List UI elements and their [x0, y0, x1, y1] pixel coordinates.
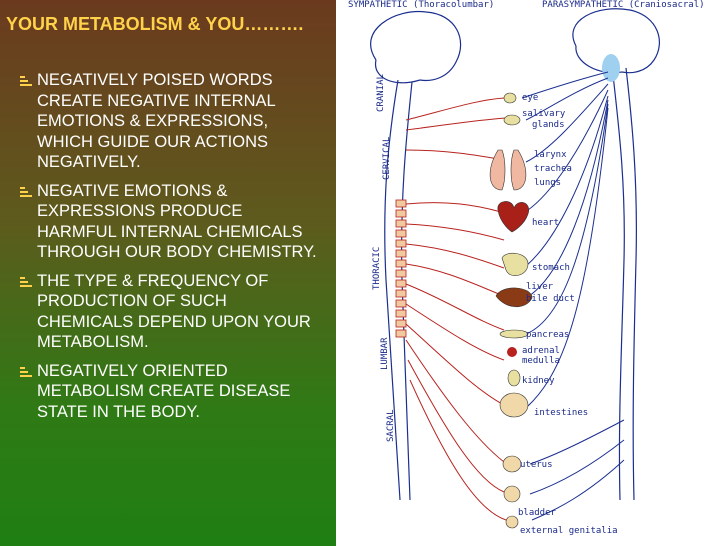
label-glands: glands: [532, 120, 565, 130]
label-trachea: trachea: [534, 164, 572, 174]
bullet-text: NEGATIVELY ORIENTED METABOLISM CREATE DI…: [37, 361, 291, 421]
header-parasympathetic: PARASYMPATHETIC (Craniosacral): [542, 0, 705, 10]
eye-organ: [503, 92, 517, 104]
sympathetic-fibers: [405, 97, 507, 521]
bullet-text: NEGATIVE EMOTIONS & EXPRESSIONS PRODUCE …: [37, 181, 317, 262]
diagram-artwork: [370, 8, 660, 529]
label-larynx: larynx: [534, 150, 567, 160]
region-sacral: SACRAL: [386, 409, 396, 442]
uterus-organ: [502, 455, 522, 473]
bladder-organ: [503, 485, 521, 503]
lungs-organ: [489, 149, 527, 191]
label-heart: heart: [532, 218, 560, 228]
stacked-bars-icon: [20, 276, 32, 287]
label-stomach: stomach: [532, 263, 570, 273]
nervous-system-diagram: SYMPATHETIC (Thoracolumbar) PARASYMPATHE…: [336, 0, 728, 546]
genitalia-organ: [505, 515, 519, 529]
heart-organ: [497, 201, 530, 233]
label-bile-duct: bile duct: [526, 294, 575, 304]
label-salivary: salivary: [522, 109, 566, 119]
bullet-text: THE TYPE & FREQUENCY OF PRODUCTION OF SU…: [37, 271, 311, 352]
region-lumbar: LUMBAR: [380, 337, 390, 370]
adrenal-organ: [507, 347, 517, 357]
bullet-item: NEGATIVELY POISED WORDS CREATE NEGATIVE …: [20, 70, 320, 173]
text-panel: YOUR METABOLISM & YOU………. NEGATIVELY POI…: [0, 0, 336, 546]
region-thoracic: THORACIC: [372, 246, 382, 290]
brainstem-highlight: [602, 54, 620, 82]
slide-title: YOUR METABOLISM & YOU……….: [6, 14, 304, 34]
label-medulla: medulla: [522, 356, 560, 366]
intestines-organ: [499, 392, 529, 418]
label-lungs: lungs: [534, 178, 562, 188]
bullet-item: NEGATIVE EMOTIONS & EXPRESSIONS PRODUCE …: [20, 181, 320, 263]
salivary-organ: [503, 114, 521, 126]
stacked-bars-icon: [20, 366, 32, 377]
label-eye: eye: [522, 93, 539, 103]
bullet-item: THE TYPE & FREQUENCY OF PRODUCTION OF SU…: [20, 271, 320, 353]
stomach-organ: [501, 252, 529, 276]
bullet-item: NEGATIVELY ORIENTED METABOLISM CREATE DI…: [20, 361, 320, 423]
label-intestines: intestines: [534, 408, 589, 418]
sympathetic-chain: [395, 199, 407, 338]
bullet-list: NEGATIVELY POISED WORDS CREATE NEGATIVE …: [20, 70, 320, 430]
stacked-bars-icon: [20, 76, 32, 86]
label-liver: liver: [526, 282, 554, 292]
kidney-organ: [507, 369, 521, 387]
region-cranial: CRANIAL: [376, 74, 386, 112]
label-bladder: bladder: [518, 508, 556, 518]
bullet-text: NEGATIVELY POISED WORDS CREATE NEGATIVE …: [37, 71, 276, 171]
label-external-genitalia: external genitalia: [520, 526, 618, 536]
header-sympathetic: SYMPATHETIC (Thoracolumbar): [348, 0, 495, 10]
organs: [489, 92, 533, 529]
stacked-bars-icon: [20, 186, 32, 197]
pancreas-organ: [499, 329, 529, 339]
region-cervical: CERVICAL: [382, 136, 392, 180]
label-uterus: uterus: [520, 460, 553, 470]
label-adrenal: adrenal: [522, 346, 560, 356]
parasympathetic-fibers: [521, 71, 625, 521]
label-kidney: kidney: [522, 376, 555, 386]
parasympathetic-brain: [572, 8, 660, 501]
liver-organ: [495, 287, 533, 308]
label-pancreas: pancreas: [526, 330, 570, 340]
